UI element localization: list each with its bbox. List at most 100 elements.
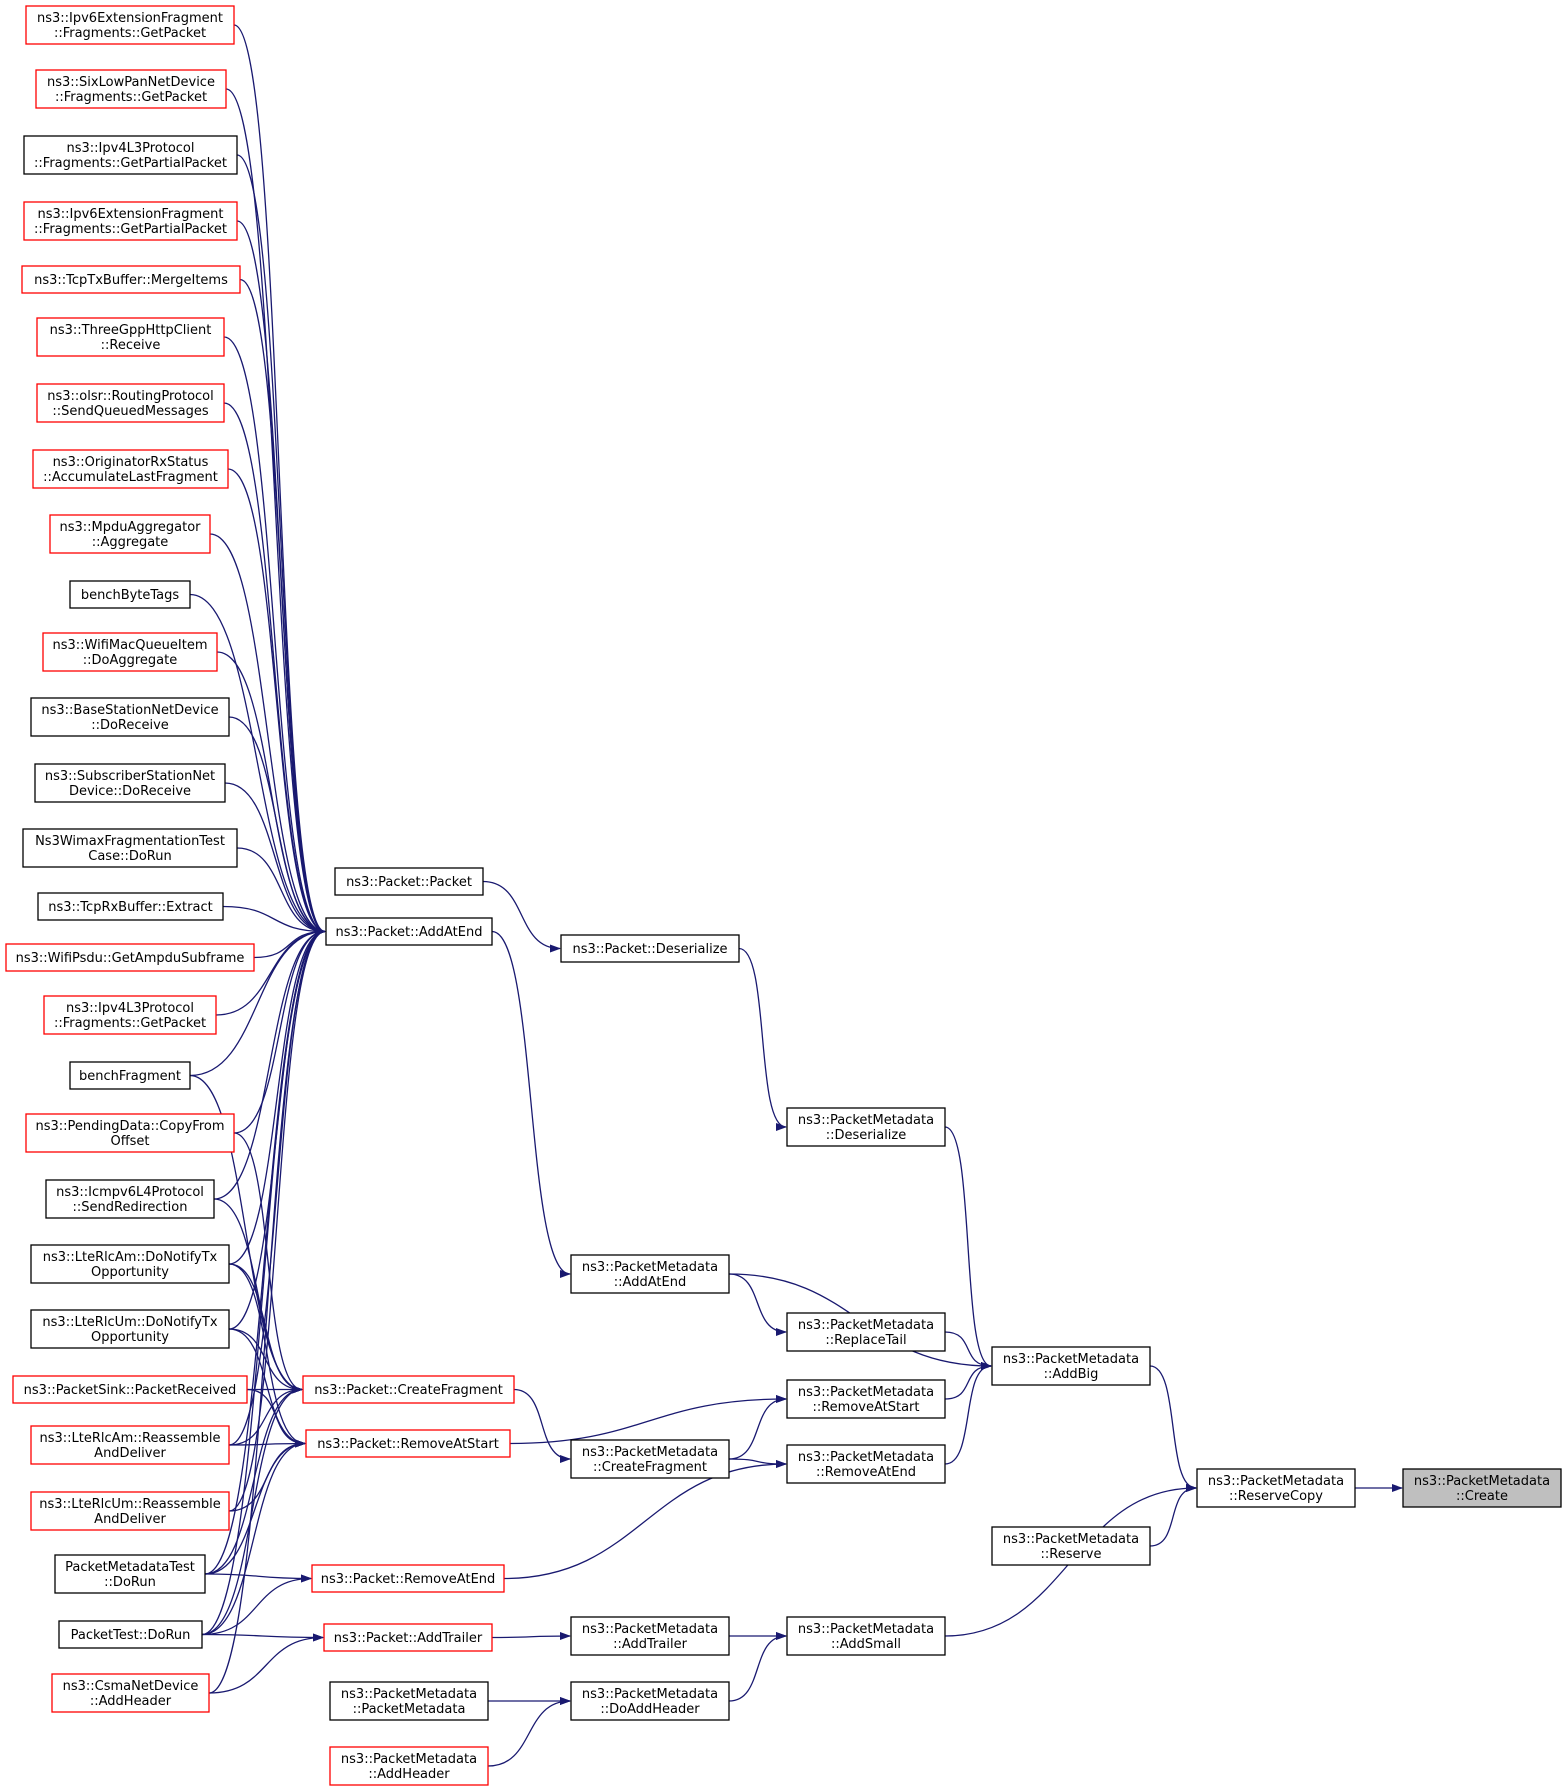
node-box — [305, 1429, 511, 1458]
node-label-line: ::SendRedirection — [73, 1200, 188, 1215]
node-mpdu_aggregate[interactable]: ns3::MpduAggregator::Aggregate — [49, 514, 211, 554]
node-label-line: ::DoAggregate — [83, 653, 178, 668]
edge-arrow — [201, 1385, 303, 1636]
node-wifimacq_doaggregate[interactable]: ns3::WifiMacQueueItem::DoAggregate — [42, 632, 218, 672]
node-ipv6frag_getpartial[interactable]: ns3::Ipv6ExtensionFragment::Fragments::G… — [23, 201, 238, 241]
node-label-line: ns3::PacketMetadata — [1208, 1474, 1344, 1489]
edge-arrow — [228, 1263, 303, 1394]
node-packet_packet[interactable]: ns3::Packet::Packet — [334, 867, 484, 896]
node-box — [43, 995, 217, 1035]
node-pm_reserve[interactable]: ns3::PacketMetadata::Reserve — [991, 1526, 1151, 1566]
node-pm_addatend[interactable]: ns3::PacketMetadata::AddAtEnd — [570, 1254, 730, 1294]
node-label-line: ::DoReceive — [91, 718, 169, 733]
node-box — [69, 1061, 191, 1090]
node-label-line: ns3::LteRlcUm::Reassemble — [39, 1497, 221, 1512]
node-ipv4l3_getpartial[interactable]: ns3::Ipv4L3Protocol::Fragments::GetParti… — [23, 135, 238, 175]
edge-subscriber_doreceive-to-packet_addatend — [224, 782, 326, 936]
node-basestation_doreceive[interactable]: ns3::BaseStationNetDevice::DoReceive — [30, 697, 230, 737]
node-pm_addtrailer[interactable]: ns3::PacketMetadata::AddTrailer — [570, 1616, 730, 1656]
node-label-line: ns3::olsr::RoutingProtocol — [47, 389, 214, 404]
node-bench_fragment[interactable]: benchFragment — [69, 1061, 191, 1090]
node-icmpv6_sendredirect[interactable]: ns3::Icmpv6L4Protocol::SendRedirection — [45, 1179, 215, 1219]
node-pmtest_dorun[interactable]: PacketMetadataTest::DoRun — [54, 1554, 206, 1594]
edge-arrow — [233, 24, 326, 936]
node-pm_removeatstart[interactable]: ns3::PacketMetadata::RemoveAtStart — [786, 1379, 946, 1419]
node-label-line: ::AccumulateLastFragment — [43, 470, 218, 485]
node-pm_deserialize[interactable]: ns3::PacketMetadata::Deserialize — [786, 1107, 946, 1147]
node-olsr_sendqueued[interactable]: ns3::olsr::RoutingProtocol::SendQueuedMe… — [36, 383, 225, 423]
edge-ipv4l3_getpartial-to-packet_addatend — [236, 154, 326, 936]
node-box — [30, 1309, 230, 1349]
node-pm_replacetail[interactable]: ns3::PacketMetadata::ReplaceTail — [786, 1312, 946, 1352]
node-packetsink_received[interactable]: ns3::PacketSink::PacketReceived — [12, 1375, 248, 1404]
edge-pm_reserve-to-pm_reservecopy — [1149, 1484, 1197, 1547]
edge-lterlcum_notify-to-packet_createfragment — [228, 1328, 303, 1394]
node-csma_addheader[interactable]: ns3::CsmaNetDevice::AddHeader — [51, 1673, 210, 1713]
node-pm_removeatend[interactable]: ns3::PacketMetadata::RemoveAtEnd — [786, 1444, 946, 1484]
node-ipv6frag_getpacket[interactable]: ns3::Ipv6ExtensionFragment::Fragments::G… — [25, 5, 235, 45]
node-label-line: ns3::LteRlcAm::Reassemble — [40, 1431, 221, 1446]
edge-lterlcam_reassemble-to-packet_createfragment — [228, 1385, 303, 1446]
edge-pmtest_dorun-to-packet_removeatstart — [204, 1439, 306, 1575]
node-sixlowpan_getpacket[interactable]: ns3::SixLowPanNetDevice::Fragments::GetP… — [35, 69, 227, 109]
node-label-line: ns3::SubscriberStationNet — [45, 769, 215, 784]
node-pm_doaddheader[interactable]: ns3::PacketMetadata::DoAddHeader — [570, 1681, 730, 1721]
node-packet_addtrailer[interactable]: ns3::Packet::AddTrailer — [323, 1623, 493, 1652]
node-packet_addatend[interactable]: ns3::Packet::AddAtEnd — [325, 917, 493, 946]
node-packet_removeatend[interactable]: ns3::Packet::RemoveAtEnd — [311, 1564, 505, 1593]
edge-icmpv6_sendredirect-to-packet_addatend — [213, 927, 326, 1200]
edge-bench_bytetags-to-packet_addatend — [189, 593, 326, 936]
edge-packettest_dorun-to-packet_addtrailer — [201, 1633, 324, 1642]
edge-arrow — [944, 1126, 992, 1370]
node-box — [30, 1491, 230, 1531]
node-originator_accum[interactable]: ns3::OriginatorRxStatus::AccumulateLastF… — [32, 449, 229, 489]
node-label-line: ::RemoveAtEnd — [816, 1465, 916, 1480]
node-ipv4l3_getpacket[interactable]: ns3::Ipv4L3Protocol::Fragments::GetPacke… — [43, 995, 217, 1035]
node-pm_addsmall[interactable]: ns3::PacketMetadata::AddSmall — [786, 1616, 946, 1656]
node-subscriber_doreceive[interactable]: ns3::SubscriberStationNetDevice::DoRecei… — [34, 763, 226, 803]
node-tcprx_extract[interactable]: ns3::TcpRxBuffer::Extract — [37, 892, 224, 921]
edge-arrow — [201, 1439, 306, 1636]
node-label-line: ns3::PendingData::CopyFrom — [36, 1119, 225, 1134]
node-packet_createfragment[interactable]: ns3::Packet::CreateFragment — [302, 1375, 515, 1404]
node-threegpp_receive[interactable]: ns3::ThreeGppHttpClient::Receive — [36, 317, 225, 357]
node-pm_addbig[interactable]: ns3::PacketMetadata::AddBig — [991, 1346, 1151, 1386]
node-label-line: ns3::Icmpv6L4Protocol — [56, 1185, 204, 1200]
node-packet_deserialize[interactable]: ns3::Packet::Deserialize — [560, 934, 740, 963]
node-label-line: AndDeliver — [94, 1512, 166, 1527]
node-tcptx_mergeitems[interactable]: ns3::TcpTxBuffer::MergeItems — [21, 265, 241, 294]
node-wifipsdu_getampdu[interactable]: ns3::WifiPsdu::GetAmpduSubframe — [5, 943, 255, 972]
edge-pmtest_dorun-to-packet_createfragment — [204, 1385, 303, 1575]
node-packettest_dorun[interactable]: PacketTest::DoRun — [58, 1620, 203, 1649]
node-bench_bytetags[interactable]: benchByteTags — [69, 580, 191, 609]
node-label-line: ns3::LteRlcUm::DoNotifyTx — [42, 1315, 217, 1330]
node-pm_reservecopy[interactable]: ns3::PacketMetadata::ReserveCopy — [1196, 1468, 1356, 1508]
node-label-line: ns3::Ipv4L3Protocol — [67, 141, 195, 156]
edge-arrow — [487, 1697, 571, 1767]
node-pm_addheader[interactable]: ns3::PacketMetadata::AddHeader — [329, 1746, 489, 1786]
node-label-line: ::ReplaceTail — [825, 1333, 906, 1348]
node-pm_packetmetadata[interactable]: ns3::PacketMetadata::PacketMetadata — [329, 1681, 489, 1721]
node-label-line: ::Receive — [101, 338, 161, 353]
node-box — [45, 1179, 215, 1219]
node-pm_createfragment[interactable]: ns3::PacketMetadata::CreateFragment — [570, 1439, 730, 1479]
edge-threegpp_receive-to-packet_addatend — [223, 336, 326, 936]
node-box — [34, 763, 226, 803]
node-box — [570, 1439, 730, 1479]
node-packet_removeatstart[interactable]: ns3::Packet::RemoveAtStart — [305, 1429, 511, 1458]
edge-arrow — [201, 1574, 312, 1636]
edge-arrow — [233, 927, 326, 1134]
node-box — [69, 580, 191, 609]
edge-pm_addatend-to-pm_replacetail — [728, 1273, 787, 1336]
node-box — [22, 828, 238, 868]
edge-mpdu_aggregate-to-packet_addatend — [209, 533, 326, 936]
edge-arrow — [201, 927, 326, 1636]
edge-originator_accum-to-packet_addatend — [227, 468, 326, 936]
edge-arrow — [944, 1362, 992, 1465]
